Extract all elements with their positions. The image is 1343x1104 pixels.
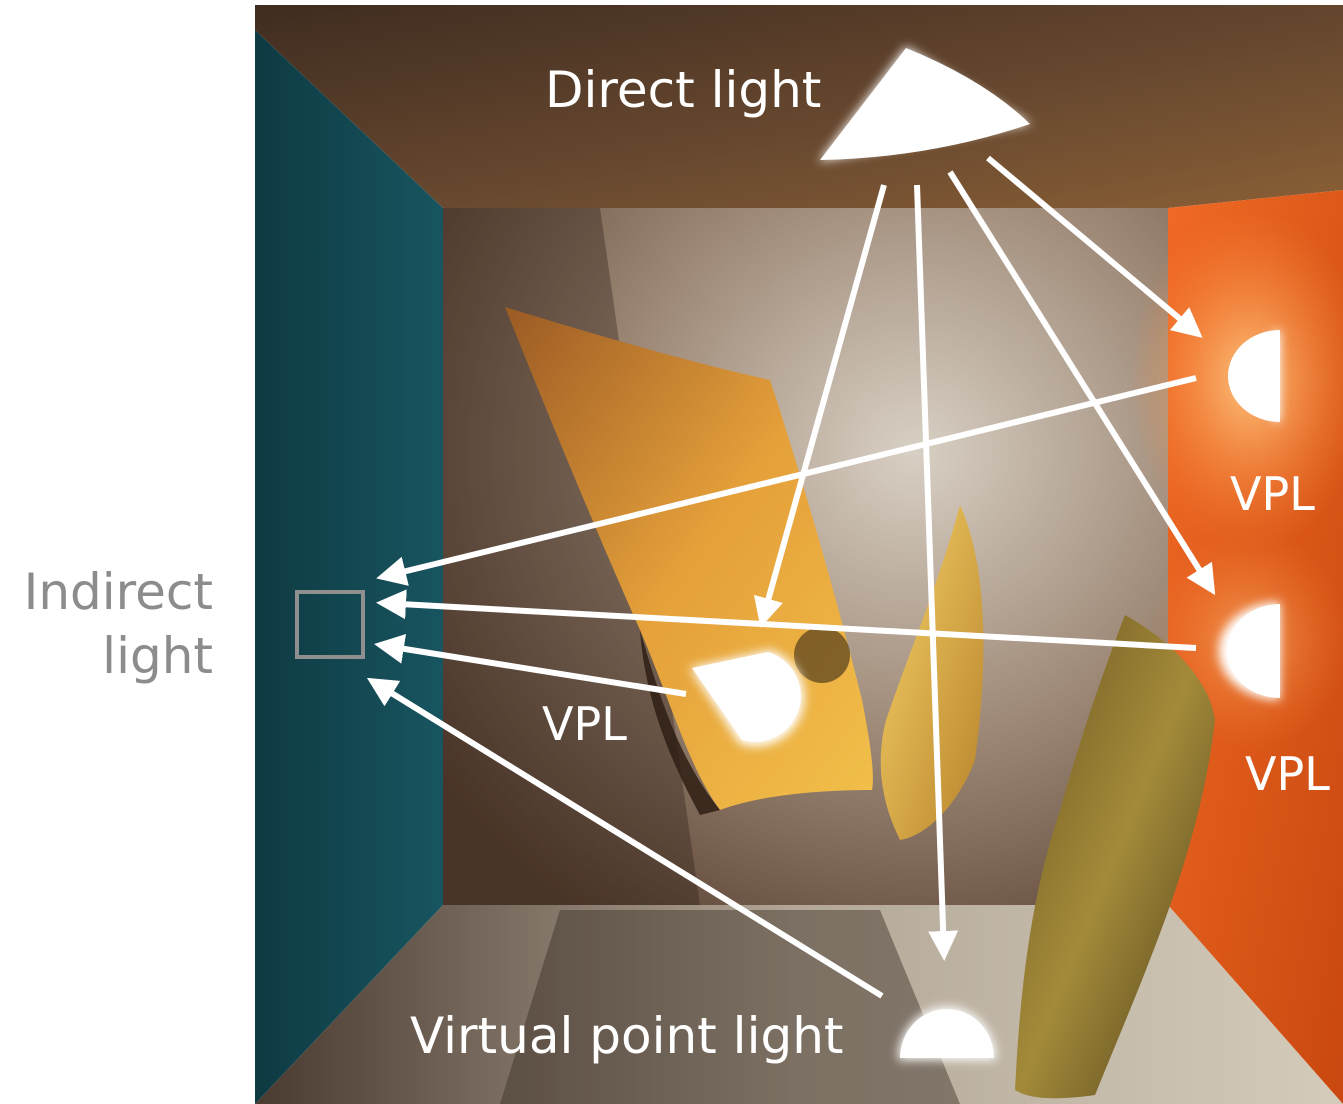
half-disc-light-icon (1226, 604, 1280, 698)
half-disc-light-icon (692, 652, 801, 742)
vpl-center (690, 650, 805, 747)
paper-logo (794, 627, 850, 683)
vpl-floor (898, 1006, 996, 1060)
spotlight-cone-icon (820, 48, 1030, 160)
vpl-lower-right-label: VPL (1245, 747, 1330, 801)
arrow-direct-to-center-vpl (754, 184, 887, 628)
arrow-lower-vpl-to-receiver (376, 589, 1197, 651)
indirect-light-label: Indirect light (0, 560, 213, 688)
direct-light (818, 46, 1032, 162)
arrow-direct-to-floor-vpl (914, 184, 959, 961)
vpl-lower-right (1218, 602, 1280, 700)
arrow-direct-to-lower-right-vpl (947, 170, 1216, 596)
direct-light-label: Direct light (545, 61, 821, 119)
indirect-light-label-line1: Indirect (23, 563, 213, 621)
half-disc-light-icon (900, 1008, 994, 1058)
left-wall (255, 30, 443, 1104)
arrow-upper-vpl-to-receiver (376, 375, 1197, 586)
floor-shadow (500, 910, 960, 1104)
arrow-direct-to-upper-right-vpl (986, 155, 1203, 338)
vpl-upper-right-label: VPL (1230, 467, 1315, 521)
vpl-center-label: VPL (542, 697, 627, 751)
light-paths (366, 155, 1216, 999)
cornell-box-scene (255, 5, 1343, 1104)
indirect-light-label-line2: light (102, 627, 213, 685)
half-disc-light-icon (1228, 330, 1280, 422)
paper-sheet-right (1015, 615, 1215, 1099)
arrow-floor-vpl-to-receiver (366, 677, 884, 999)
vpl-upper-right (1228, 328, 1280, 424)
arrow-center-vpl-to-receiver (374, 633, 687, 697)
square-receiver-icon (295, 590, 365, 659)
back-shadow (443, 208, 700, 905)
virtual-point-light-label: Virtual point light (410, 1007, 844, 1065)
ceiling (255, 5, 1343, 208)
